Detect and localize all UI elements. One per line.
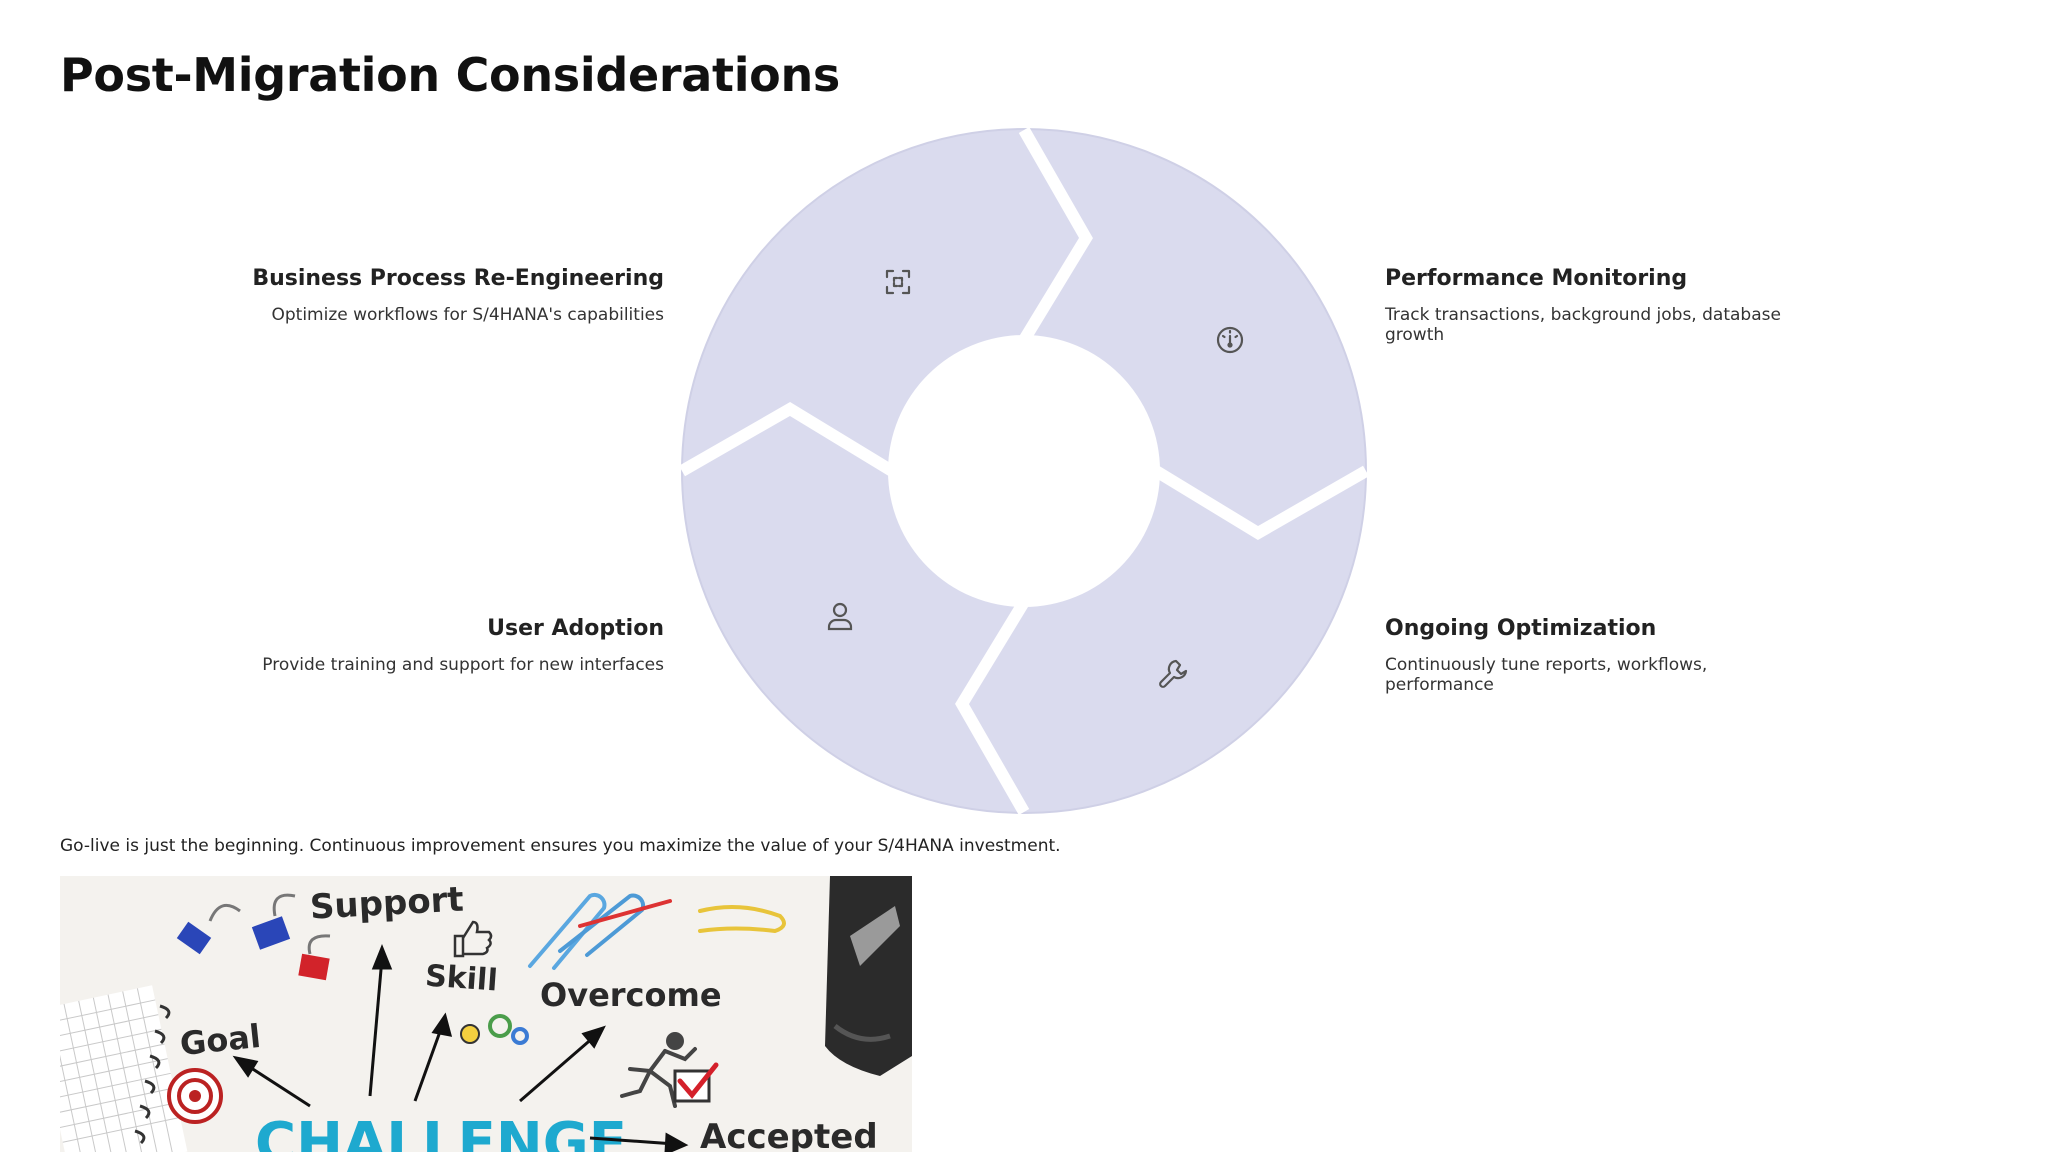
checkbox-icon <box>673 1062 719 1103</box>
wrench-icon <box>1159 659 1188 688</box>
cycle-item-business-process: Business Process Re-Engineering Optimize… <box>244 266 664 325</box>
cycle-ring <box>681 128 1367 814</box>
photo-word-goal: Goal <box>178 1017 262 1063</box>
photo-word-challenge: CHALLENGE <box>255 1111 627 1152</box>
stapler <box>825 876 912 1076</box>
target-icon <box>167 1068 223 1124</box>
item-description: Optimize workflows for S/4HANA's capabil… <box>271 305 665 325</box>
thumbs-up-icon <box>453 920 493 958</box>
binder-clips <box>176 893 331 981</box>
gears-icon <box>460 1014 529 1045</box>
cycle-item-user-adoption: User Adoption Provide training and suppo… <box>244 616 664 675</box>
photo-word-overcome: Overcome <box>540 976 722 1014</box>
user-icon <box>827 602 853 631</box>
focus-scan-icon <box>885 269 911 295</box>
item-title: Performance Monitoring <box>1385 266 1688 291</box>
paper-clips <box>528 892 786 970</box>
cycle-item-performance-monitoring: Performance Monitoring Track transaction… <box>1385 266 1805 345</box>
notebook-grid <box>60 985 188 1152</box>
page-title: Post-Migration Considerations <box>60 48 840 102</box>
item-title: Ongoing Optimization <box>1385 616 1657 641</box>
photo-word-accepted: Accepted <box>700 1117 878 1152</box>
item-description: Track transactions, background jobs, dat… <box>1385 305 1781 345</box>
item-description: Provide training and support for new int… <box>262 655 664 675</box>
photo-arrows <box>232 943 689 1152</box>
photo-word-skill: Skill <box>424 959 499 999</box>
item-title: Business Process Re-Engineering <box>252 266 664 291</box>
challenge-photo: Support Skill Overcome Goal CHALLENGE Ac… <box>60 876 912 1152</box>
runner-icon <box>620 1032 697 1108</box>
cycle-item-ongoing-optimization: Ongoing Optimization Continuously tune r… <box>1385 616 1805 695</box>
gauge-icon <box>1216 326 1244 354</box>
item-description: Continuously tune reports, workflows, pe… <box>1385 655 1708 695</box>
caption-text: Go-live is just the beginning. Continuou… <box>60 836 1061 856</box>
photo-word-support: Support <box>309 880 465 928</box>
item-title: User Adoption <box>487 616 664 641</box>
